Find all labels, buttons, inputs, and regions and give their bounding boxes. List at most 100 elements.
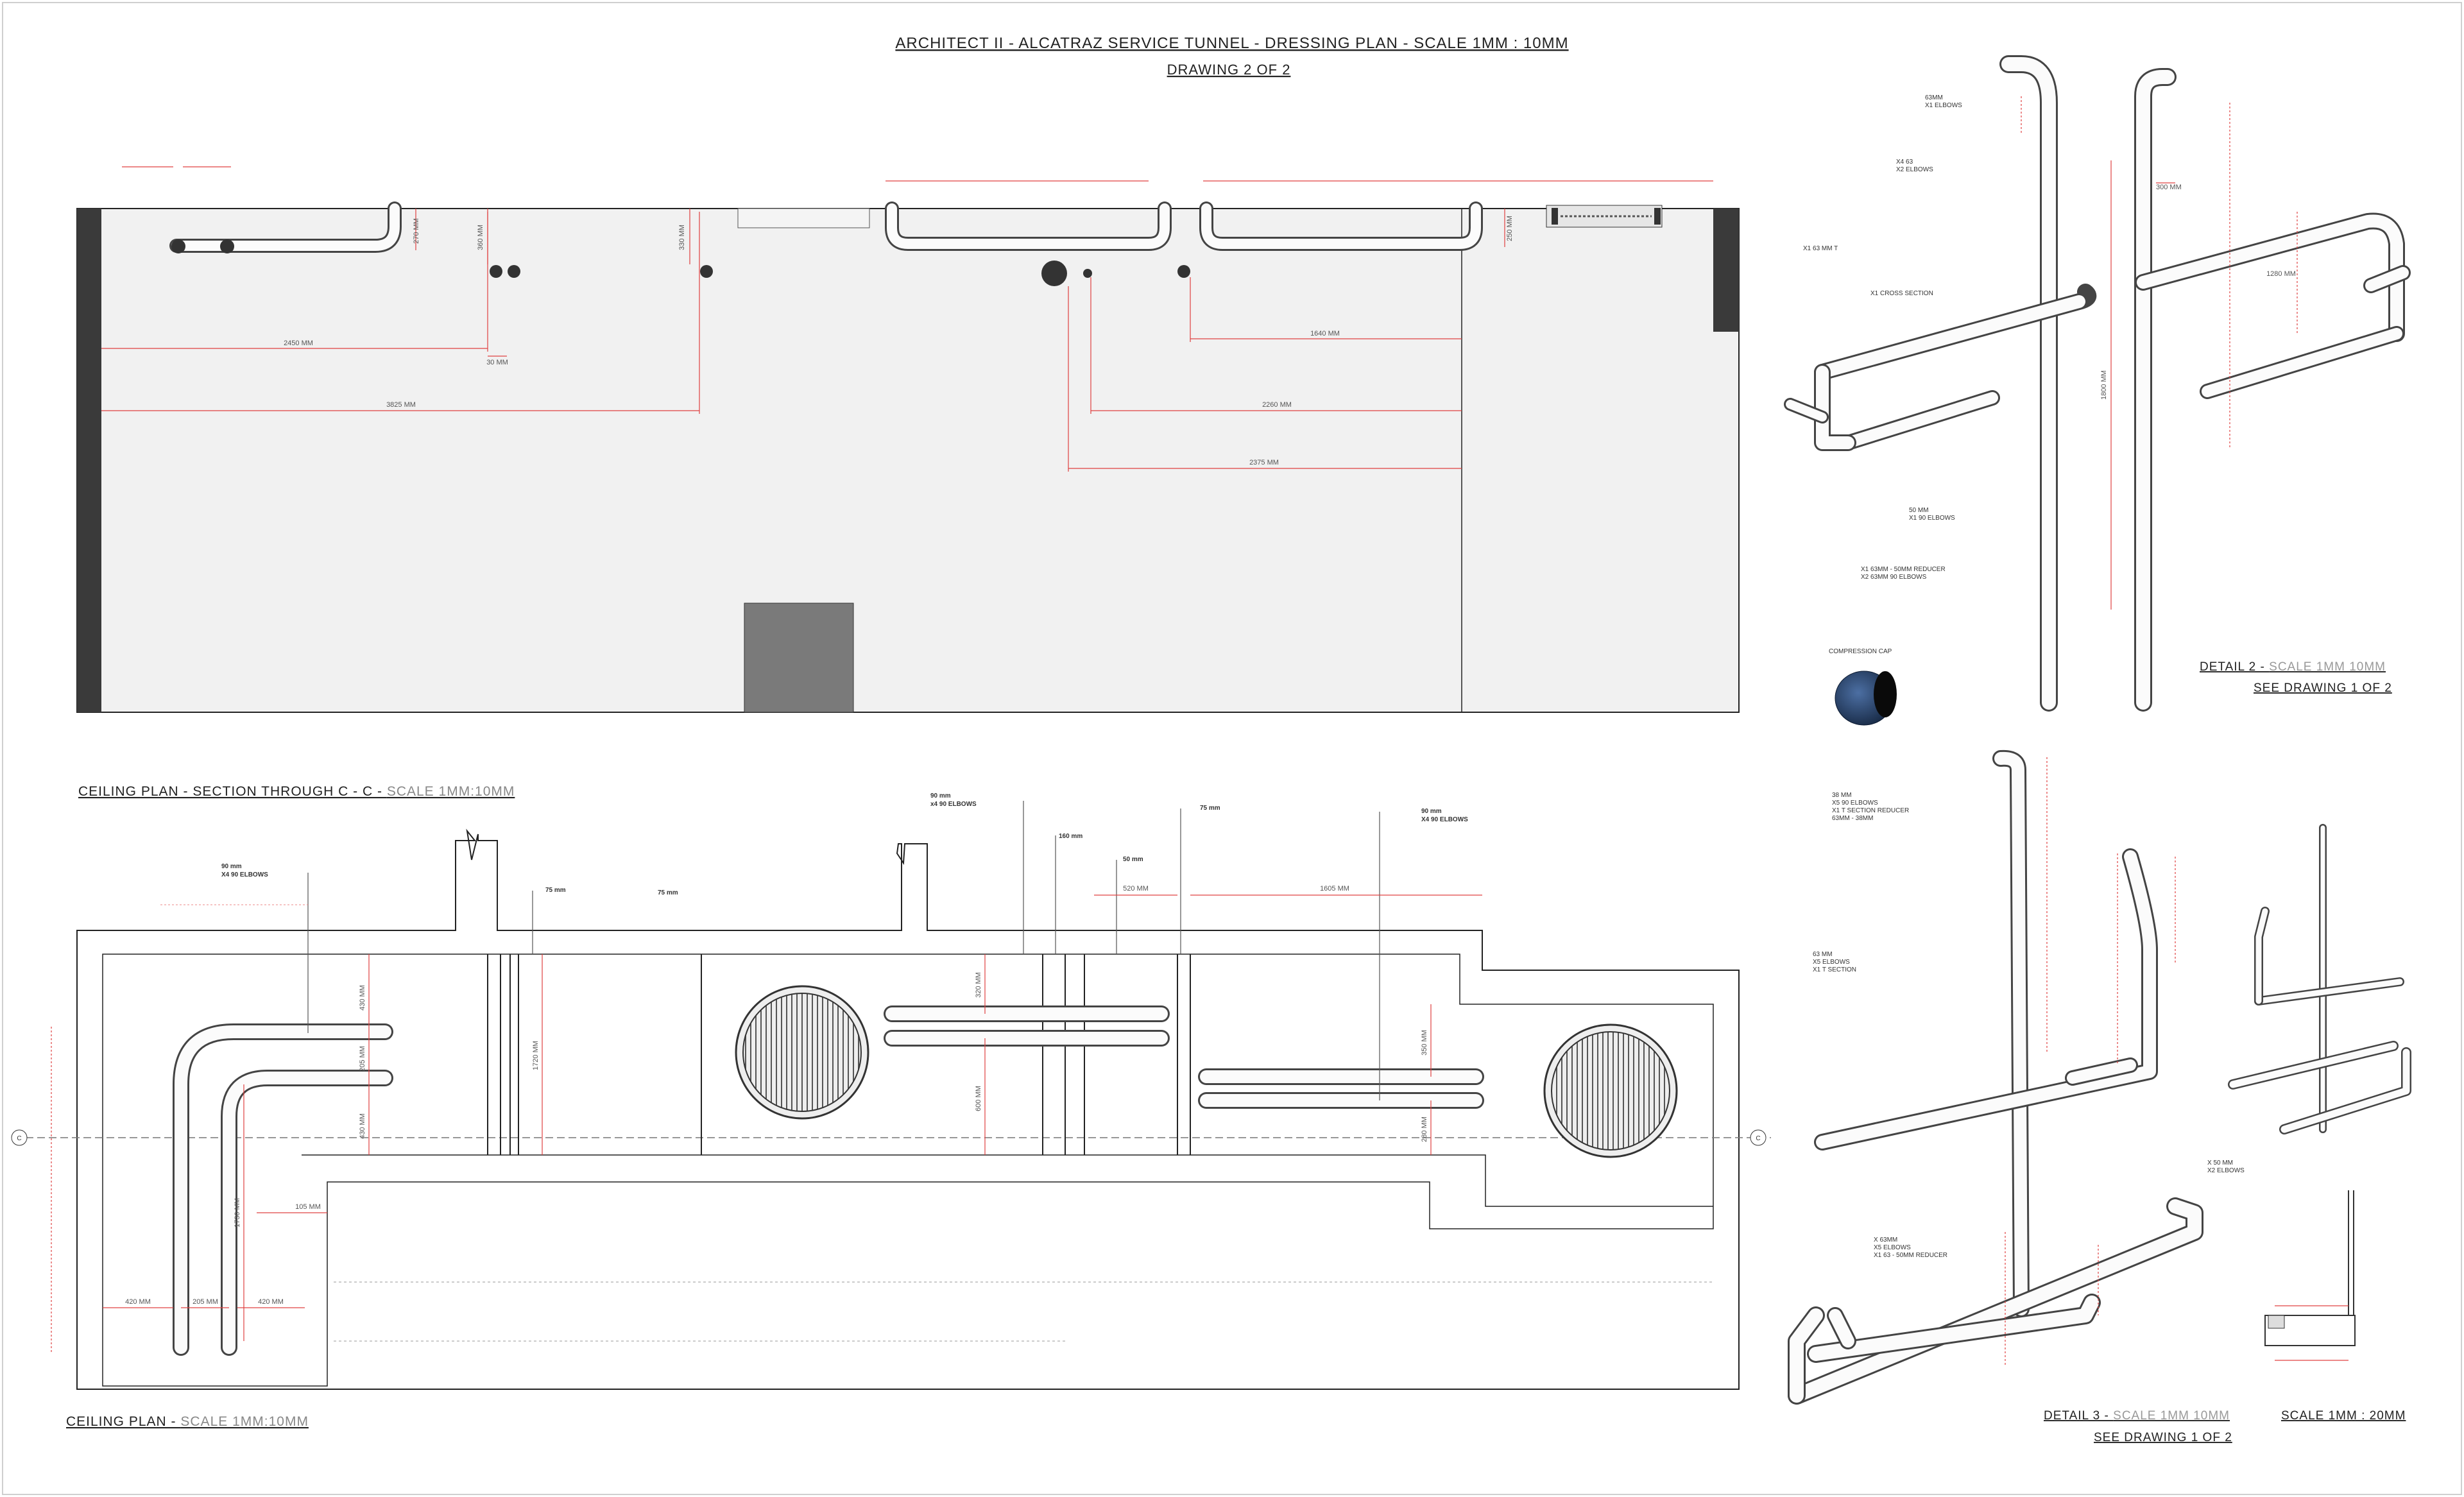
detail2-ref: SEE DRAWING 1 OF 2 [2254, 681, 2392, 695]
svg-text:30 MM: 30 MM [486, 359, 508, 366]
section-inner-outline [102, 954, 1714, 1387]
svg-text:2260 MM: 2260 MM [1262, 401, 1292, 409]
svg-text:2375 MM: 2375 MM [1249, 459, 1279, 466]
plan-outline [76, 208, 1740, 713]
detail3-scale: SCALE 1MM 10MM [2113, 1409, 2230, 1423]
svg-text:X1 63 - 50MM REDUCER: X1 63 - 50MM REDUCER [1874, 1252, 1947, 1259]
section-notes: 90 mm x4 90 ELBOWS 160 mm 75 mm 50 mm 90… [221, 792, 1468, 1100]
svg-text:X1 ELBOWS: X1 ELBOWS [1925, 102, 1962, 109]
svg-text:50 MM: 50 MM [1909, 507, 1929, 514]
svg-text:250 MM: 250 MM [1506, 216, 1514, 241]
svg-text:X2 ELBOWS: X2 ELBOWS [2207, 1167, 2245, 1174]
svg-text:160 mm: 160 mm [1059, 833, 1082, 840]
svg-text:X1 T SECTION REDUCER: X1 T SECTION REDUCER [1832, 807, 1909, 814]
section-marker-left [11, 1129, 28, 1146]
svg-text:270 MM: 270 MM [413, 218, 420, 244]
svg-text:63MM - 38MM: 63MM - 38MM [1832, 815, 1873, 822]
detail3-diagonal-pipe-1 [1814, 848, 2158, 1151]
penetration-small [1083, 269, 1092, 278]
svg-text:X 63MM: X 63MM [1874, 1236, 1897, 1244]
svg-text:1605 MM: 1605 MM [1320, 885, 1349, 893]
svg-text:C: C [17, 1135, 21, 1142]
svg-text:DETAIL 2 - SCALE 1MM 10MM: DETAIL 2 - SCALE 1MM 10MM [2200, 660, 2386, 674]
svg-text:75 mm: 75 mm [658, 889, 678, 896]
svg-text:2450 MM: 2450 MM [284, 339, 313, 347]
svg-text:X1 T SECTION: X1 T SECTION [1813, 966, 1856, 973]
svg-text:105 MM: 105 MM [295, 1203, 321, 1211]
svg-text:X4 63: X4 63 [1896, 158, 1913, 166]
dressing-plan-top: 2450 MM 30 MM 3825 MM 1640 MM 2260 MM 23… [76, 166, 1740, 713]
svg-text:X5 ELBOWS: X5 ELBOWS [1813, 959, 1850, 966]
section-scale: SCALE 1MM:10MM [387, 784, 515, 799]
svg-text:X1 CROSS SECTION: X1 CROSS SECTION [1870, 290, 1933, 297]
section-title: CEILING PLAN - SECTION THROUGH C - C - [78, 784, 387, 799]
svg-text:1800 MM: 1800 MM [2100, 370, 2108, 400]
detail3-ref: SEE DRAWING 1 OF 2 [2094, 1431, 2232, 1444]
ceiling-plan-title: CEILING PLAN - [66, 1414, 180, 1429]
detail-3: 38 MM X5 90 ELBOWS X1 T SECTION REDUCER … [1788, 749, 2411, 1444]
fan-unit [1546, 205, 1663, 228]
svg-text:430 MM: 430 MM [359, 985, 366, 1011]
svg-text:420 MM: 420 MM [125, 1298, 151, 1306]
svg-text:1280 MM: 1280 MM [2266, 270, 2296, 278]
svg-text:63 MM: 63 MM [1813, 951, 1833, 958]
svg-text:63MM: 63MM [1925, 94, 1943, 101]
svg-text:X5 ELBOWS: X5 ELBOWS [1874, 1244, 1911, 1251]
penetration-4 [508, 265, 520, 278]
svg-text:520 MM: 520 MM [1123, 885, 1149, 893]
svg-text:38 MM: 38 MM [1832, 792, 1852, 799]
svg-text:75 mm: 75 mm [1200, 805, 1220, 812]
svg-text:330 MM: 330 MM [678, 225, 686, 250]
right-wall [1713, 209, 1739, 332]
svg-text:90 mm: 90 mm [221, 863, 242, 870]
penetration-3 [490, 265, 502, 278]
svg-text:75 mm: 75 mm [545, 887, 566, 894]
svg-text:600 MM: 600 MM [975, 1086, 982, 1111]
vertical-pipes [487, 954, 1191, 1155]
detail2-scale: SCALE 1MM 10MM [2269, 660, 2386, 674]
svg-text:205 MM: 205 MM [359, 1046, 366, 1072]
svg-text:x4 90 ELBOWS: x4 90 ELBOWS [930, 801, 977, 808]
svg-text:X1 90 ELBOWS: X1 90 ELBOWS [1909, 515, 1955, 522]
detail3-scale-2: SCALE 1MM : 20MM [2281, 1409, 2406, 1423]
svg-text:X2 ELBOWS: X2 ELBOWS [1896, 166, 1933, 173]
svg-text:280 MM: 280 MM [1421, 1116, 1428, 1142]
header: ARCHITECT II - ALCATRAZ SERVICE TUNNEL -… [895, 35, 1568, 78]
svg-text:90 mm: 90 mm [930, 792, 951, 800]
access-panel [744, 603, 854, 713]
svg-text:X2 63MM 90 ELBOWS: X2 63MM 90 ELBOWS [1861, 574, 1927, 581]
svg-text:3825 MM: 3825 MM [386, 401, 416, 409]
penetration-large [1041, 261, 1067, 286]
penetration-5 [700, 265, 713, 278]
penetration-1 [171, 239, 185, 253]
svg-text:COMPRESSION CAP: COMPRESSION CAP [1829, 648, 1892, 655]
plan-dimensions: 2450 MM 30 MM 3825 MM 1640 MM 2260 MM 23… [101, 166, 1713, 472]
svg-text:1720 MM: 1720 MM [532, 1041, 540, 1070]
section-outline [76, 828, 1740, 1390]
svg-text:CEILING PLAN - SCALE 1MM:10MM: CEILING PLAN - SCALE 1MM:10MM [66, 1414, 309, 1429]
svg-text:320 MM: 320 MM [975, 972, 982, 998]
drawing-title: ARCHITECT II - ALCATRAZ SERVICE TUNNEL -… [895, 35, 1568, 52]
svg-text:50 mm: 50 mm [1123, 856, 1143, 863]
svg-text:X4 90 ELBOWS: X4 90 ELBOWS [221, 871, 268, 878]
svg-text:205 MM: 205 MM [193, 1298, 218, 1306]
svg-text:1640 MM: 1640 MM [1310, 330, 1340, 338]
vent-box [737, 208, 870, 228]
drawing-subtitle: DRAWING 2 OF 2 [1167, 62, 1291, 78]
section-marker-right [1750, 1129, 1767, 1146]
svg-text:C: C [1756, 1135, 1760, 1142]
svg-text:X1 63 MM T: X1 63 MM T [1803, 245, 1838, 252]
svg-text:1730 MM: 1730 MM [234, 1198, 241, 1228]
left-wall [77, 209, 101, 712]
svg-text:X 50 MM: X 50 MM [2207, 1159, 2233, 1167]
svg-text:300 MM: 300 MM [2156, 184, 2182, 191]
svg-text:X1 63MM - 50MM REDUCER: X1 63MM - 50MM REDUCER [1861, 566, 1946, 573]
svg-text:420 MM: 420 MM [258, 1298, 284, 1306]
section-dimensions: 430 MM 205 MM 430 MM 1720 MM 320 MM 600 … [51, 885, 1713, 1354]
section-cc: CEILING PLAN - SECTION THROUGH C - C - S… [11, 784, 1771, 1390]
ceiling-plan-scale: SCALE 1MM:10MM [180, 1414, 309, 1429]
svg-text:CEILING PLAN - SECTION THROUGH: CEILING PLAN - SECTION THROUGH C - C - S… [78, 784, 515, 799]
penetration-6 [1177, 265, 1190, 278]
